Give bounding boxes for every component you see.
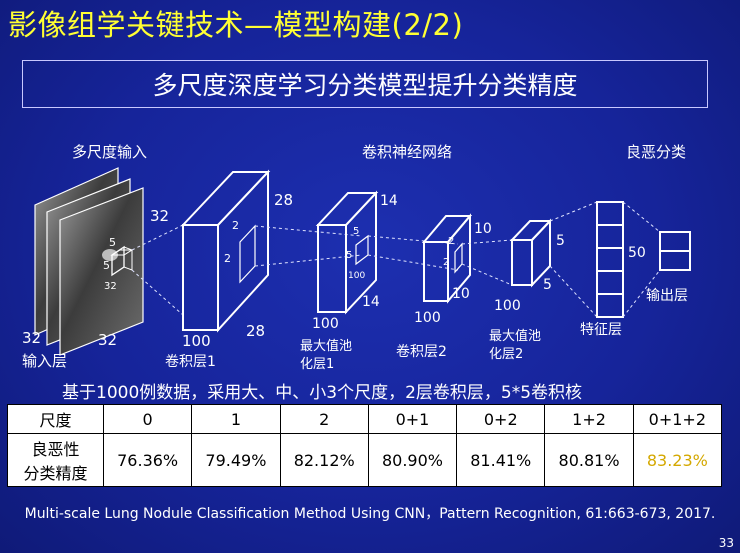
experiment-note: 基于1000例数据，采用大、中、小3个尺度，2层卷积层，5*5卷积核: [62, 383, 583, 403]
output-layer-block: [659, 231, 691, 271]
accuracy-cell: 76.36%: [102, 433, 193, 487]
connector-conv2-pool2: [461, 239, 513, 286]
conv2-kernel-a: 2: [448, 236, 454, 247]
conv1-block: [180, 169, 271, 333]
table-header-cell: 0+1+2: [632, 404, 723, 434]
table-header-cell: 尺度: [7, 404, 104, 434]
label-cnn: 卷积神经网络: [362, 143, 452, 161]
table-header-cell: 0: [102, 404, 193, 434]
conv2-label: 卷积层2: [396, 344, 447, 360]
pool1-kernel-a: 5: [353, 226, 359, 237]
input-patch-size-b: 5: [103, 259, 110, 272]
pool1-kernel-depth: 100: [348, 271, 365, 281]
conv1-kernel-a: 2: [232, 219, 239, 232]
label-benign-malignant: 良恶分类: [626, 143, 686, 161]
pool2-label-line1: 最大值池: [489, 328, 541, 344]
table-header-cell: 1: [191, 404, 281, 434]
pool2-size-top: 5: [556, 233, 565, 249]
conv2-size-top: 10: [474, 221, 492, 237]
connector-pool2-feature: [549, 201, 598, 318]
label-multiscale-input: 多尺度输入: [72, 143, 147, 161]
table-header-cell: 0+2: [456, 404, 546, 434]
accuracy-cell-best: 83.23%: [632, 433, 723, 487]
input-patch-size-a: 5: [109, 236, 116, 249]
pool2-label-line2: 化层2: [489, 347, 523, 362]
input-width: 32: [98, 331, 117, 349]
accuracy-cell: 80.90%: [367, 433, 458, 487]
conv1-depth: 100: [182, 332, 211, 350]
pool1-depth: 100: [312, 316, 339, 332]
feature-size: 50: [628, 245, 646, 261]
cnn-architecture-diagram: 多尺度输入 卷积神经网络 良恶分类 5 5 32 32 32 32 输入层 2 …: [22, 143, 691, 372]
conv2-kernel: [454, 242, 463, 274]
pool1-size-right: 14: [362, 294, 380, 310]
conv1-kernel-b: 2: [224, 252, 231, 265]
pool2-size-right: 5: [543, 277, 552, 293]
conv1-size-top: 28: [274, 191, 293, 209]
conv1-size-bottom: 28: [246, 322, 265, 340]
row-label-line2: 分类精度: [23, 464, 88, 483]
row-label-cell: 良恶性 分类精度: [7, 433, 104, 487]
output-label: 输出层: [646, 288, 688, 304]
conv1-label: 卷积层1: [165, 354, 216, 370]
pool2-depth: 100: [494, 298, 521, 314]
subtitle-box: 多尺度深度学习分类模型提升分类精度: [22, 60, 708, 108]
pool1-block: [315, 190, 379, 315]
pool1-kernel-b: 5: [346, 250, 352, 261]
input-layer-label: 输入层: [22, 352, 67, 370]
conv2-kernel-b: 2: [443, 257, 449, 268]
pool1-label-line2: 化层1: [300, 357, 334, 372]
results-table: 尺度 0 1 2 0+1 0+2 1+2 0+1+2 良恶性 分类精度 76.3…: [7, 404, 723, 487]
input-ct-slices: [34, 167, 144, 356]
feature-label: 特征层: [580, 322, 622, 338]
accuracy-cell: 81.41%: [456, 433, 546, 487]
input-depth: 32: [150, 207, 169, 225]
conv2-block: [421, 213, 473, 304]
conv2-size-right: 10: [452, 286, 470, 302]
pool1-size-top: 14: [380, 193, 398, 209]
connector-feature-output: [622, 201, 661, 318]
accuracy-cell: 82.12%: [279, 433, 369, 487]
table-header-cell: 1+2: [544, 404, 634, 434]
pool2-block: [509, 218, 553, 288]
connector-input-conv1: [131, 224, 184, 316]
row-label-line1: 良恶性: [31, 440, 80, 459]
pool1-label-line1: 最大值池: [300, 338, 352, 354]
table-header-cell: 2: [279, 404, 369, 434]
accuracy-cell: 80.81%: [544, 433, 634, 487]
conv1-kernel: [239, 224, 256, 284]
input-patch-depth: 32: [104, 281, 117, 292]
table-header-cell: 0+1: [367, 404, 458, 434]
feature-layer-block: [596, 201, 624, 318]
accuracy-cell: 79.49%: [191, 433, 281, 487]
slide-title: 影像组学关键技术—模型构建(2/2): [8, 8, 464, 42]
pool1-kernel: [355, 234, 369, 266]
subtitle: 多尺度深度学习分类模型提升分类精度: [152, 71, 578, 100]
page-number: 33: [718, 536, 734, 550]
table-row-accuracy: 良恶性 分类精度 76.36% 79.49% 82.12% 80.90% 81.…: [7, 433, 723, 487]
conv2-depth: 100: [414, 310, 441, 326]
table-header-row: 尺度 0 1 2 0+1 0+2 1+2 0+1+2: [7, 404, 723, 434]
input-height: 32: [22, 329, 41, 347]
citation: Multi-scale Lung Nodule Classification M…: [24, 506, 716, 522]
